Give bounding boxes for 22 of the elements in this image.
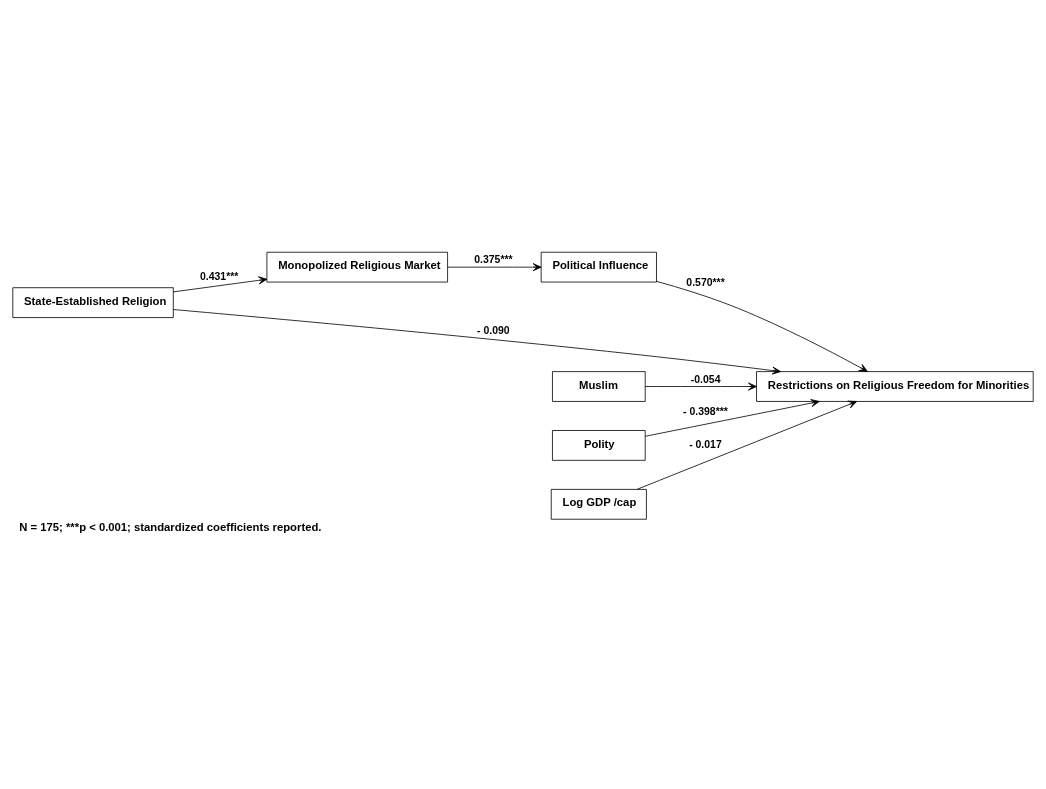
edge-label: 0.375*** [474, 253, 513, 265]
arrow [172, 308, 781, 375]
node-box: Muslim [552, 370, 646, 402]
edge-label: -0.054 [690, 373, 721, 385]
node-box: Polity [552, 429, 646, 461]
caption: N = 175; ***p < 0.001; standardized coefficients reported. [19, 520, 322, 533]
arrow [447, 262, 542, 271]
arrow [644, 398, 820, 437]
node-box: Restrictions on Religious Freedom for Minorities [756, 370, 1034, 402]
arrow [636, 400, 858, 490]
arrow [656, 280, 868, 372]
node-box: State-Established Religion [12, 286, 174, 318]
edge-label: - 0.017 [689, 438, 722, 450]
arrow [172, 275, 268, 292]
arrow [644, 382, 757, 391]
edge-label: - 0.090 [477, 324, 510, 336]
edge-label: - 0.398*** [683, 405, 728, 417]
node-box: Log GDP /cap [550, 488, 647, 520]
node-box: Monopolized Religious Market [266, 251, 448, 282]
node-box: Political Influence [540, 251, 657, 282]
edge-label: 0.570*** [686, 276, 725, 288]
edge-label: 0.431*** [199, 270, 239, 282]
